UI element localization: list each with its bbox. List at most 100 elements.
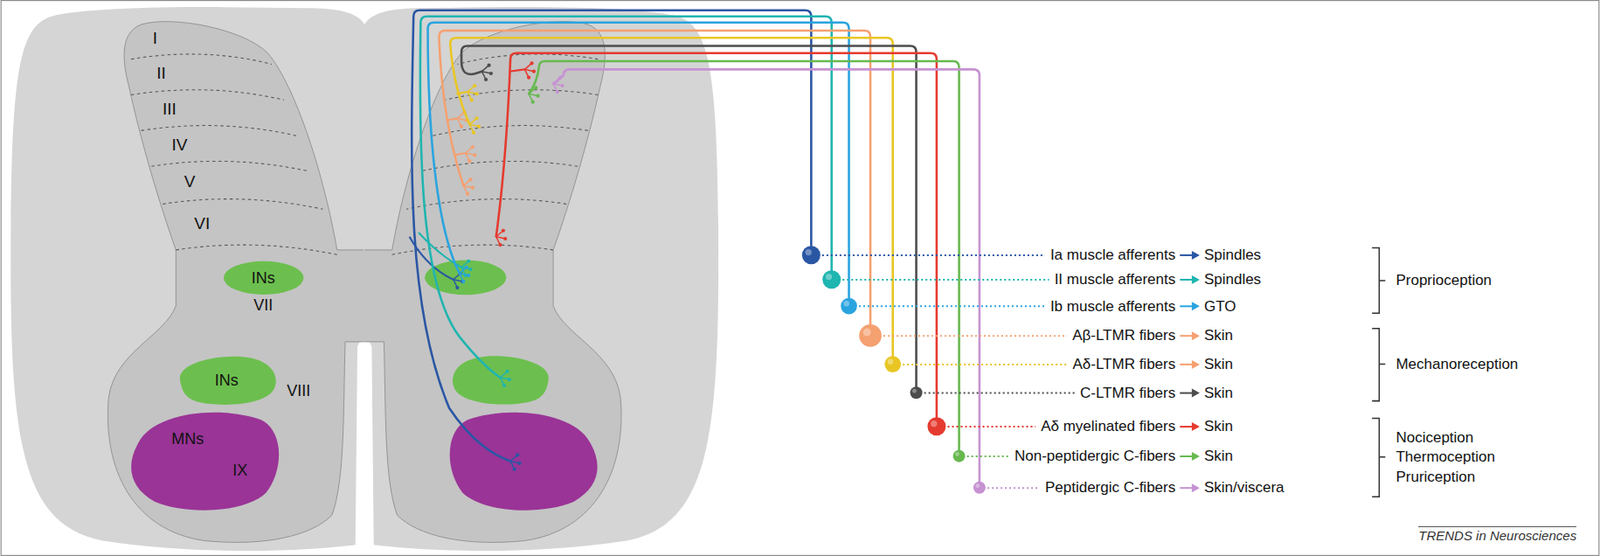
bracket: [1371, 328, 1386, 402]
arrowhead: [1191, 451, 1200, 461]
terminal-bouton: [477, 124, 481, 129]
terminal-bouton: [560, 83, 564, 88]
motor-neuron-region: [450, 412, 598, 511]
modality-label: Pruriception: [1395, 468, 1476, 486]
lamina-numeral: I: [152, 28, 158, 49]
target-arrow: [1179, 363, 1194, 366]
terminal-bouton: [501, 228, 506, 233]
fiber-label: Aδ-LTMR fibers: [1072, 355, 1176, 374]
afferent-fibre: [528, 61, 965, 463]
terminal-bouton: [472, 83, 477, 88]
bracket: [1371, 417, 1386, 497]
cell-highlight: [975, 483, 980, 488]
dotted-leader: [902, 363, 1067, 366]
cell-highlight: [887, 359, 894, 366]
lamina-numeral: IV: [172, 135, 188, 155]
arrowhead: [1191, 301, 1200, 311]
modality-label: Proprioception: [1395, 271, 1492, 290]
cell-highlight: [805, 249, 812, 256]
fiber-label: Aδ myelinated fibers: [1040, 417, 1176, 436]
terminal-bouton: [470, 97, 474, 102]
target-label: Skin: [1204, 355, 1233, 374]
terminal-bouton: [468, 177, 472, 181]
cord-right: [363, 6, 719, 551]
cell-body: [953, 450, 966, 463]
terminal-bouton: [558, 76, 562, 80]
terminal-bouton: [502, 383, 506, 388]
fiber-label: Aβ-LTMR fibers: [1072, 326, 1176, 345]
terminal-bouton: [464, 265, 469, 270]
modality-label: Mechanoreception: [1395, 355, 1518, 374]
modality-label: Nociception: [1395, 429, 1474, 447]
terminal-bouton: [467, 159, 471, 163]
region-label: INs: [214, 371, 239, 390]
region-outline: [131, 412, 279, 511]
cell-highlight: [930, 420, 937, 427]
terminal-bouton: [466, 259, 471, 264]
arrowhead: [1191, 331, 1200, 340]
terminal-bouton: [505, 369, 509, 374]
terminal-bouton: [489, 71, 493, 76]
terminal-bouton: [517, 461, 521, 465]
cell-highlight: [955, 451, 960, 457]
dotted-leader: [947, 425, 1036, 428]
cell-highlight: [825, 273, 832, 280]
axon: [553, 69, 980, 487]
axon-branch: [509, 69, 526, 71]
target-label: Skin: [1204, 417, 1233, 436]
target-arrow: [1179, 304, 1194, 307]
terminal-bouton: [484, 77, 488, 82]
terminal-bouton: [455, 285, 459, 290]
dotted-leader: [822, 254, 1046, 257]
fiber-label: Ib muscle afferents: [1050, 297, 1176, 316]
target-arrow: [1179, 486, 1194, 489]
cell-highlight: [863, 328, 872, 337]
fiber-label: C-LTMR fibers: [1080, 384, 1176, 402]
terminal-bouton: [526, 76, 531, 80]
region-outline: [222, 261, 304, 295]
afferent-fibre: [418, 16, 841, 388]
terminal-bouton: [470, 186, 475, 190]
terminal-bouton: [532, 69, 536, 74]
terminal-bouton: [470, 145, 475, 149]
dotted-leader: [858, 304, 1046, 307]
fiber-label: Peptidergic C-fibers: [1045, 478, 1176, 497]
modality-label: Thermoception: [1395, 448, 1495, 466]
axon: [528, 61, 959, 457]
target-arrow: [1179, 278, 1194, 281]
arrowhead: [1191, 275, 1200, 284]
dotted-leader: [924, 392, 1075, 395]
afferent-fibre: [553, 69, 986, 493]
arrowhead: [1191, 422, 1200, 431]
cell-body: [973, 481, 986, 494]
target-label: Spindles: [1204, 270, 1261, 289]
target-arrow: [1179, 392, 1194, 395]
terminal-bouton: [468, 267, 472, 271]
terminal-bouton: [507, 377, 512, 381]
cell-body: [884, 355, 901, 373]
cord-left: [10, 6, 366, 551]
arrowhead: [1191, 483, 1200, 492]
terminal-bouton: [512, 467, 517, 471]
brackets: [1371, 248, 1386, 498]
region-label: INs: [251, 268, 276, 287]
axon: [450, 37, 893, 364]
terminal-bouton: [531, 100, 535, 104]
terminal-bouton: [529, 61, 534, 65]
terminal-bouton: [461, 279, 465, 284]
fibres: [409, 10, 986, 494]
arrowhead: [1191, 388, 1200, 398]
afferent-fibre: [450, 37, 901, 373]
terminal-bouton: [474, 91, 478, 96]
interneuron-region: [424, 260, 506, 296]
afferent-fibre: [428, 22, 858, 315]
region-label: VII: [253, 296, 273, 315]
bracket: [1371, 248, 1386, 314]
interneuron-region: INsVII: [222, 260, 305, 296]
dotted-leader: [842, 278, 1049, 281]
cell-highlight: [843, 300, 850, 307]
terminal-bouton: [474, 116, 478, 120]
motor-neuron-region: MNsIX: [122, 402, 286, 515]
cell-highlight: [912, 388, 917, 394]
target-label: Skin/viscera: [1204, 478, 1285, 497]
